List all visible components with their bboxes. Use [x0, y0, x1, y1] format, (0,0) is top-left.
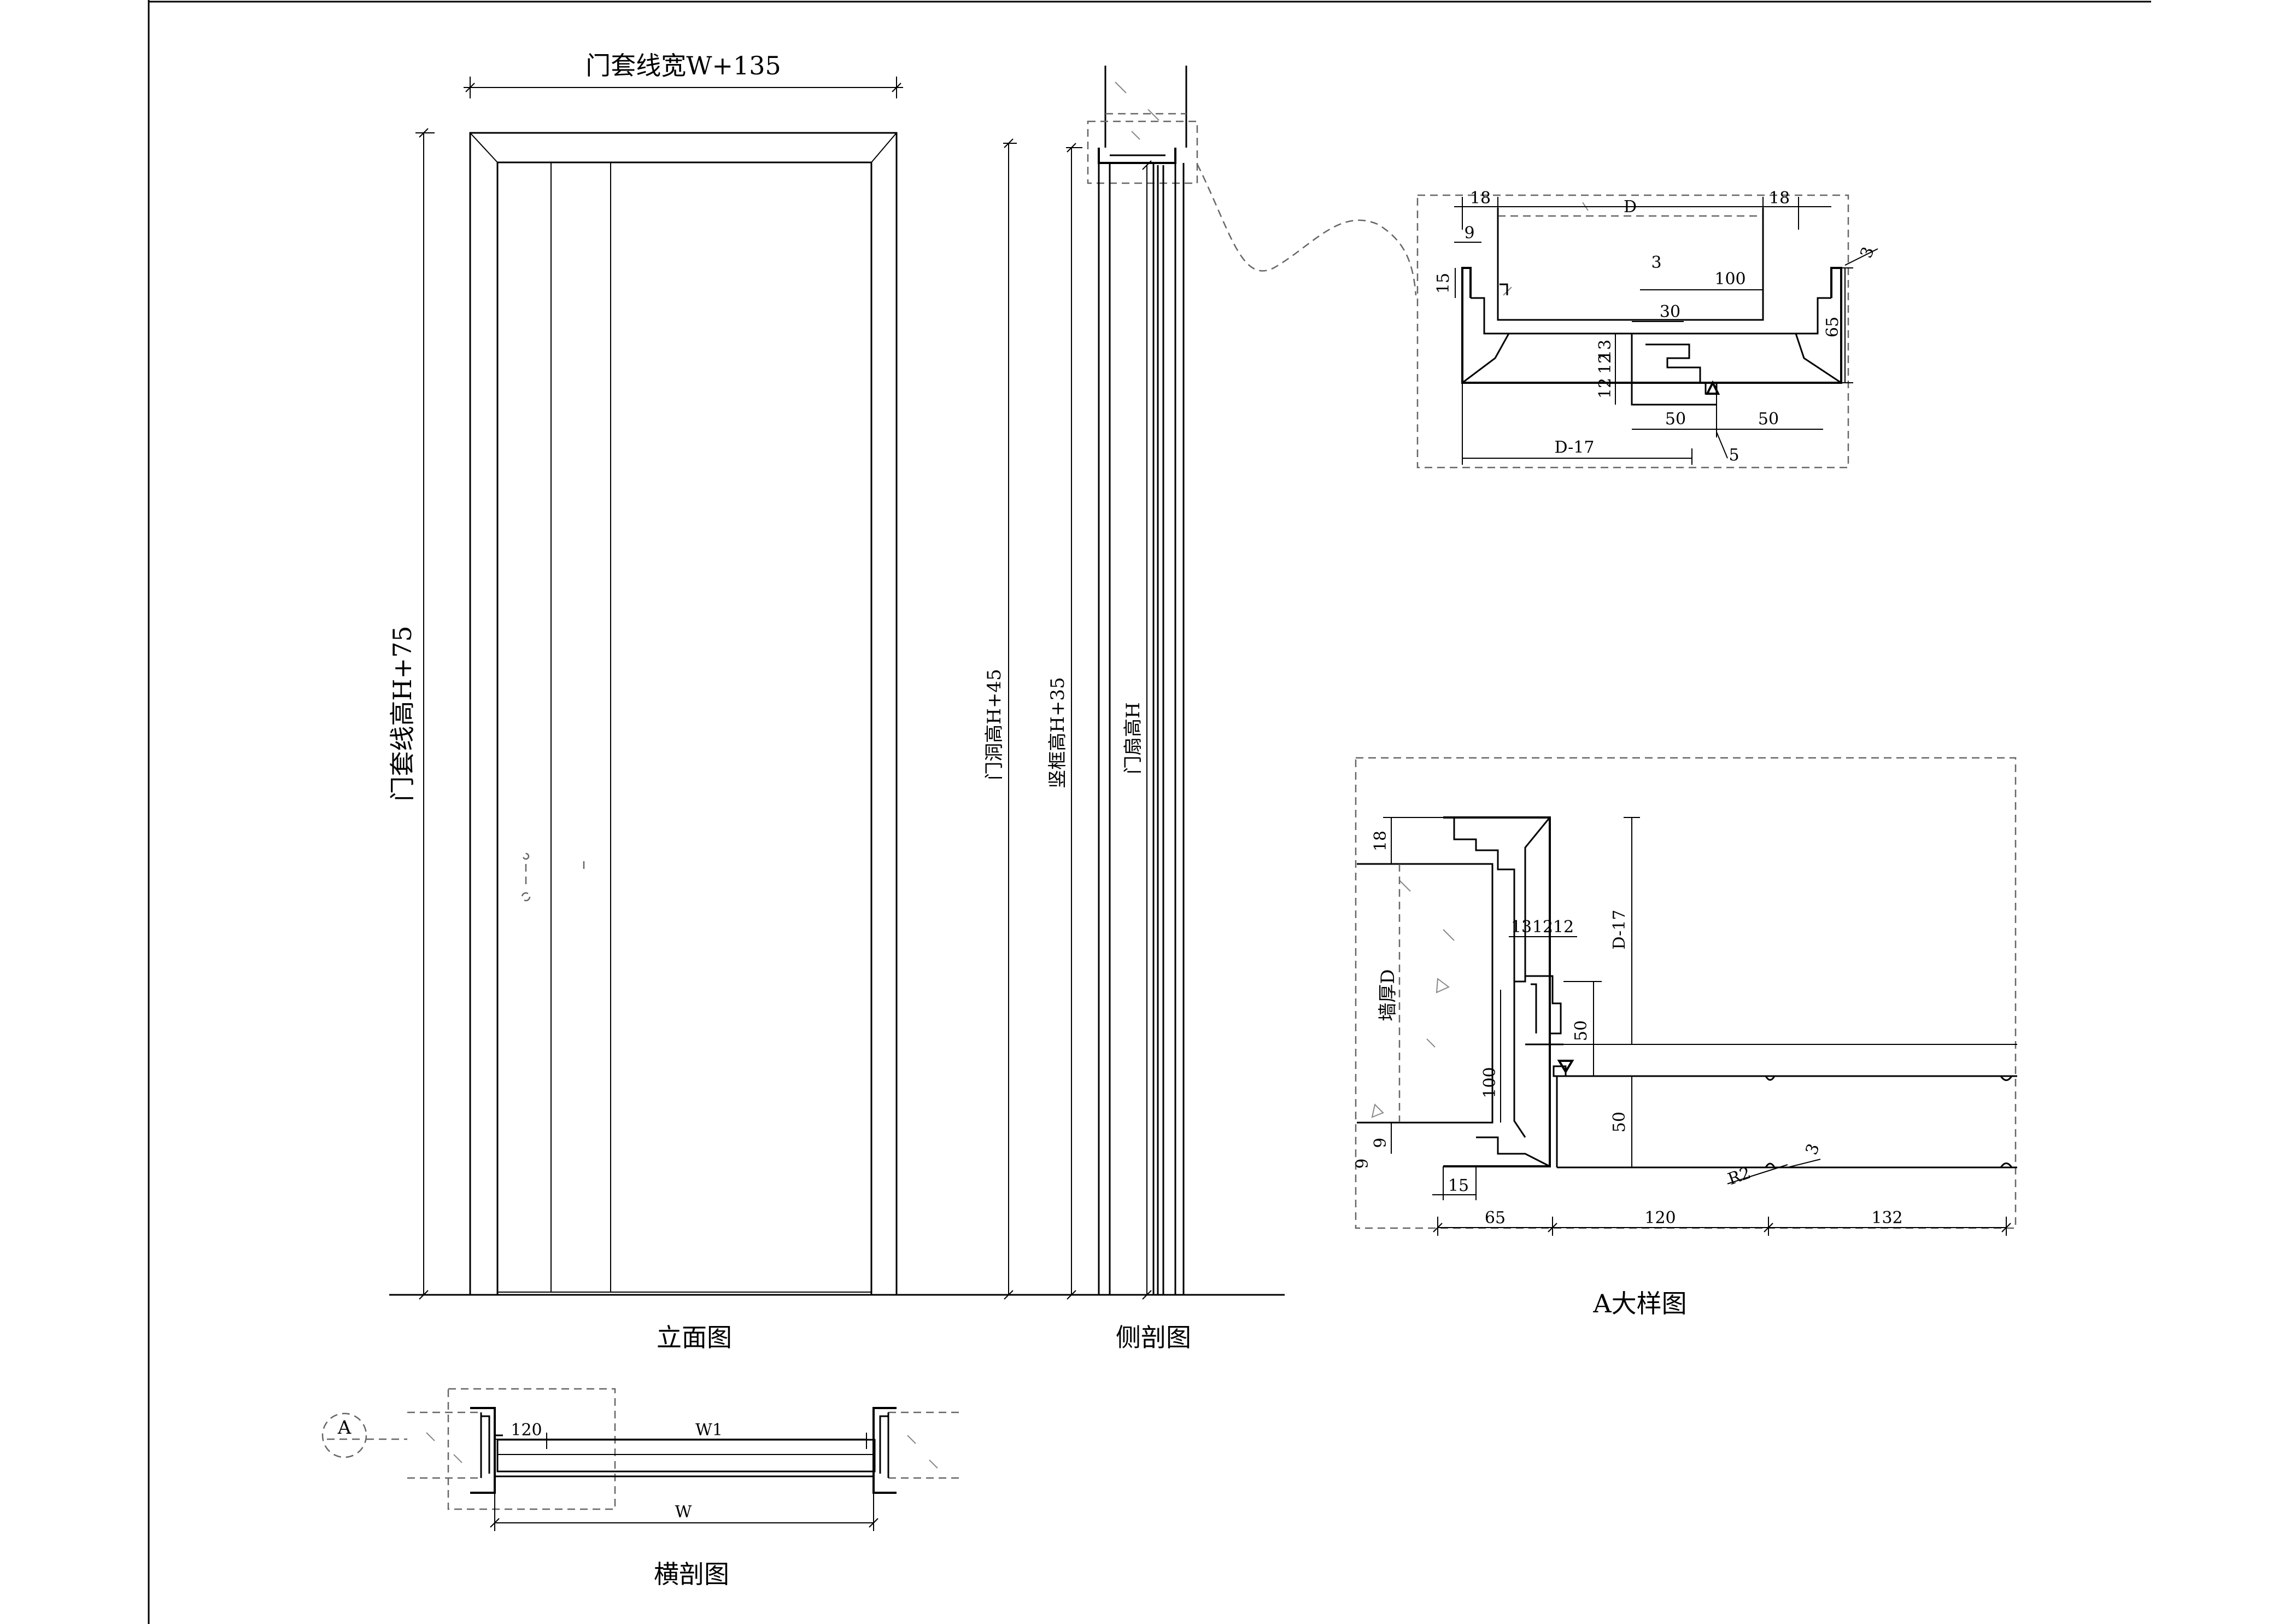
- side-section-title: 侧剖图: [1116, 1323, 1191, 1352]
- cross-trim-120: 120: [511, 1421, 542, 1440]
- top-seal-5: 5: [1729, 446, 1739, 465]
- cross-section-view: A 120 W1: [321, 1388, 959, 1589]
- detail-leader-curve: [1196, 163, 1417, 296]
- top-jamb-100: 100: [1714, 270, 1746, 289]
- top-offset-30: 30: [1660, 302, 1680, 322]
- top-gap-3: 3: [1651, 253, 1661, 272]
- section-callout-circle: [321, 1412, 367, 1458]
- a-width-120: 120: [1644, 1208, 1676, 1228]
- trim-width-label: 门套线宽W+135: [585, 51, 781, 80]
- top-left-18: 18: [1470, 189, 1491, 208]
- trim-height-label: 门套线高H+75: [388, 626, 417, 801]
- top-left-50: 50: [1665, 410, 1686, 429]
- top-right-50: 50: [1758, 410, 1779, 429]
- leaf-height-label: 门扇高H: [1122, 702, 1144, 774]
- top-stop-13: 13: [1596, 340, 1615, 360]
- a-depth-D-17: D-17: [1610, 910, 1629, 950]
- side-section-view: 竖框高H+35 门扇高H 侧剖图: [1047, 66, 1198, 1352]
- a-jamb-100: 100: [1480, 1067, 1500, 1098]
- top-stop-12a: 12: [1596, 353, 1615, 374]
- opening-height-label: 门洞高H+45: [983, 669, 1005, 780]
- elevation-title: 立面图: [657, 1323, 732, 1352]
- a-trim-18: 18: [1371, 831, 1390, 851]
- a-detail-title: A大样图: [1592, 1289, 1686, 1318]
- top-step-9: 9: [1464, 224, 1474, 243]
- a-stop-12a: 12: [1532, 918, 1553, 937]
- a-lip-15: 15: [1448, 1176, 1469, 1195]
- top-height-65: 65: [1823, 317, 1842, 337]
- cross-leaf-W1: W1: [695, 1421, 723, 1440]
- a-wall-thickness: 墙厚D: [1377, 969, 1399, 1021]
- a-gap-3: 3: [1802, 1141, 1823, 1158]
- header-detail-view: 18 D 18 9 15 3 100 30 13 12 12 50 50 D-1…: [1416, 189, 1878, 469]
- a-detail-view: 18 墙厚D 13 12 12 D-17 50 100 50 9 9 15 R2: [1353, 757, 2017, 1318]
- top-stop-12b: 12: [1596, 378, 1615, 399]
- top-right-18: 18: [1769, 189, 1790, 208]
- a-step-9: 9: [1371, 1137, 1390, 1148]
- section-callout-label: A: [337, 1417, 352, 1439]
- a-width-132: 132: [1871, 1208, 1902, 1228]
- a-width-65: 65: [1485, 1208, 1506, 1228]
- top-wall-D: D: [1624, 197, 1637, 217]
- a-leaf-50: 50: [1610, 1112, 1629, 1132]
- a-tiny-9: 9: [1353, 1158, 1372, 1169]
- cross-section-title: 横剖图: [654, 1559, 729, 1589]
- a-stop-13: 13: [1511, 918, 1532, 937]
- a-stop-50: 50: [1572, 1020, 1591, 1041]
- cross-opening-W: W: [675, 1503, 692, 1522]
- top-depth-D-17: D-17: [1555, 438, 1595, 457]
- frame-height-label: 竖框高H+35: [1047, 677, 1069, 788]
- elevation-view: 门套线宽W+135 门套线高H+75 门洞高H+45 立面图: [388, 51, 1285, 1352]
- a-stop-12b: 12: [1553, 918, 1574, 937]
- top-lip-15: 15: [1434, 273, 1453, 294]
